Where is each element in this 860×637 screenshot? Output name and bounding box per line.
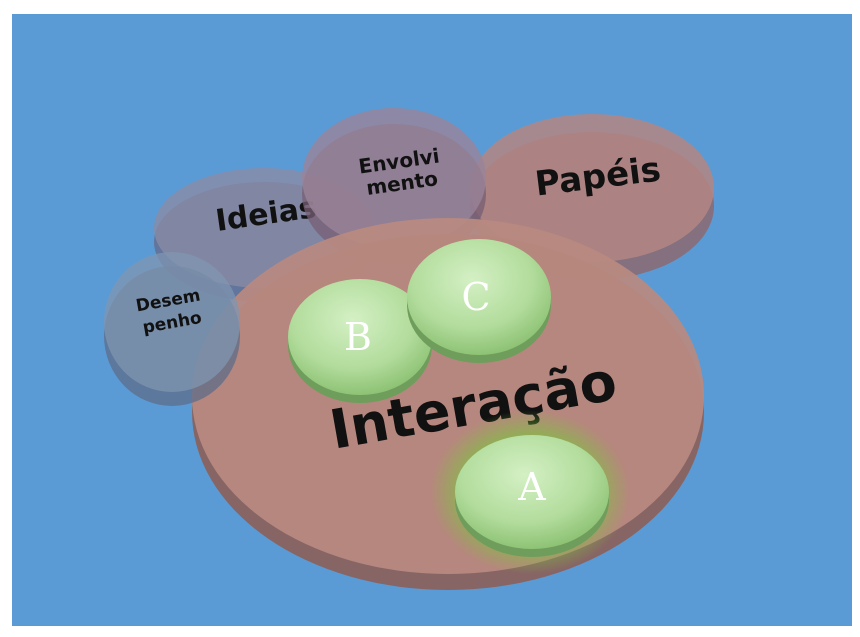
inner-circle-c: C	[407, 239, 551, 363]
disc-desempenho: Desem penho	[104, 252, 240, 406]
label-a: A	[517, 465, 546, 509]
label-b: B	[344, 315, 372, 359]
disc-envolvimento: Envolvi mento	[302, 108, 486, 264]
label-c: C	[461, 275, 490, 319]
disc-papeis: Papéis	[470, 114, 714, 280]
inner-circle-b: B	[288, 279, 432, 403]
inner-circle-a: A	[430, 410, 630, 574]
